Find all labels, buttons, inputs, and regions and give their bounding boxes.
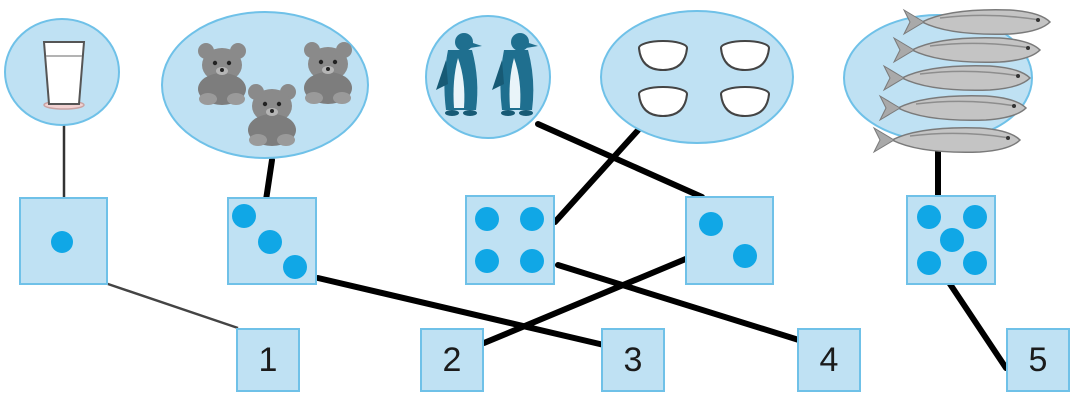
dot — [940, 228, 964, 252]
dot — [699, 212, 723, 236]
dot — [475, 207, 499, 231]
bear-icon — [304, 42, 352, 104]
bear-icon — [248, 84, 296, 146]
number-label: 4 — [819, 340, 839, 379]
number-box-3: 3 — [601, 328, 665, 392]
number-label: 1 — [258, 340, 278, 379]
match-lines — [62, 110, 1009, 371]
die-2 — [685, 196, 774, 285]
picture-fish — [843, 9, 1051, 153]
line-bowls-to-die-4 — [552, 125, 643, 225]
line-die-3-to-number-3 — [315, 275, 607, 348]
number-box-5: 5 — [1006, 328, 1070, 392]
line-penguins-to-die-2 — [535, 121, 705, 200]
dot — [520, 207, 544, 231]
number-label: 5 — [1028, 340, 1048, 379]
number-box-2: 2 — [420, 328, 484, 392]
number-box-4: 4 — [797, 328, 861, 392]
number-label: 3 — [623, 340, 643, 379]
number-box-1: 1 — [236, 328, 300, 392]
die-3 — [227, 197, 317, 285]
line-bears-to-die-3 — [263, 157, 275, 203]
bowl-icon — [638, 40, 688, 71]
number-label: 2 — [442, 340, 462, 379]
dot — [258, 230, 282, 254]
dot — [283, 255, 307, 279]
dot — [232, 204, 256, 228]
die-1 — [19, 197, 108, 285]
bear-icon — [198, 43, 246, 105]
bowl-icon — [638, 86, 688, 117]
picture-bears — [161, 11, 369, 159]
picture-penguins — [425, 15, 551, 139]
line-die-2-to-number-2 — [481, 255, 691, 346]
dot — [917, 205, 941, 229]
glass-icon — [42, 41, 86, 110]
dot — [475, 249, 499, 273]
line-die-1-to-number-1 — [104, 281, 239, 330]
bowl-icon — [720, 40, 770, 71]
line-die-4-to-number-4 — [555, 262, 805, 344]
picture-bowls — [600, 10, 794, 144]
dot — [963, 251, 987, 275]
dot — [963, 205, 987, 229]
bowl-icon — [720, 86, 770, 117]
line-die-5-to-number-5 — [943, 275, 1009, 371]
picture-glass — [4, 18, 120, 126]
die-5 — [906, 195, 996, 285]
die-4 — [465, 195, 555, 285]
dot — [917, 251, 941, 275]
dot — [733, 244, 757, 268]
dot — [520, 249, 544, 273]
dot — [51, 231, 73, 253]
